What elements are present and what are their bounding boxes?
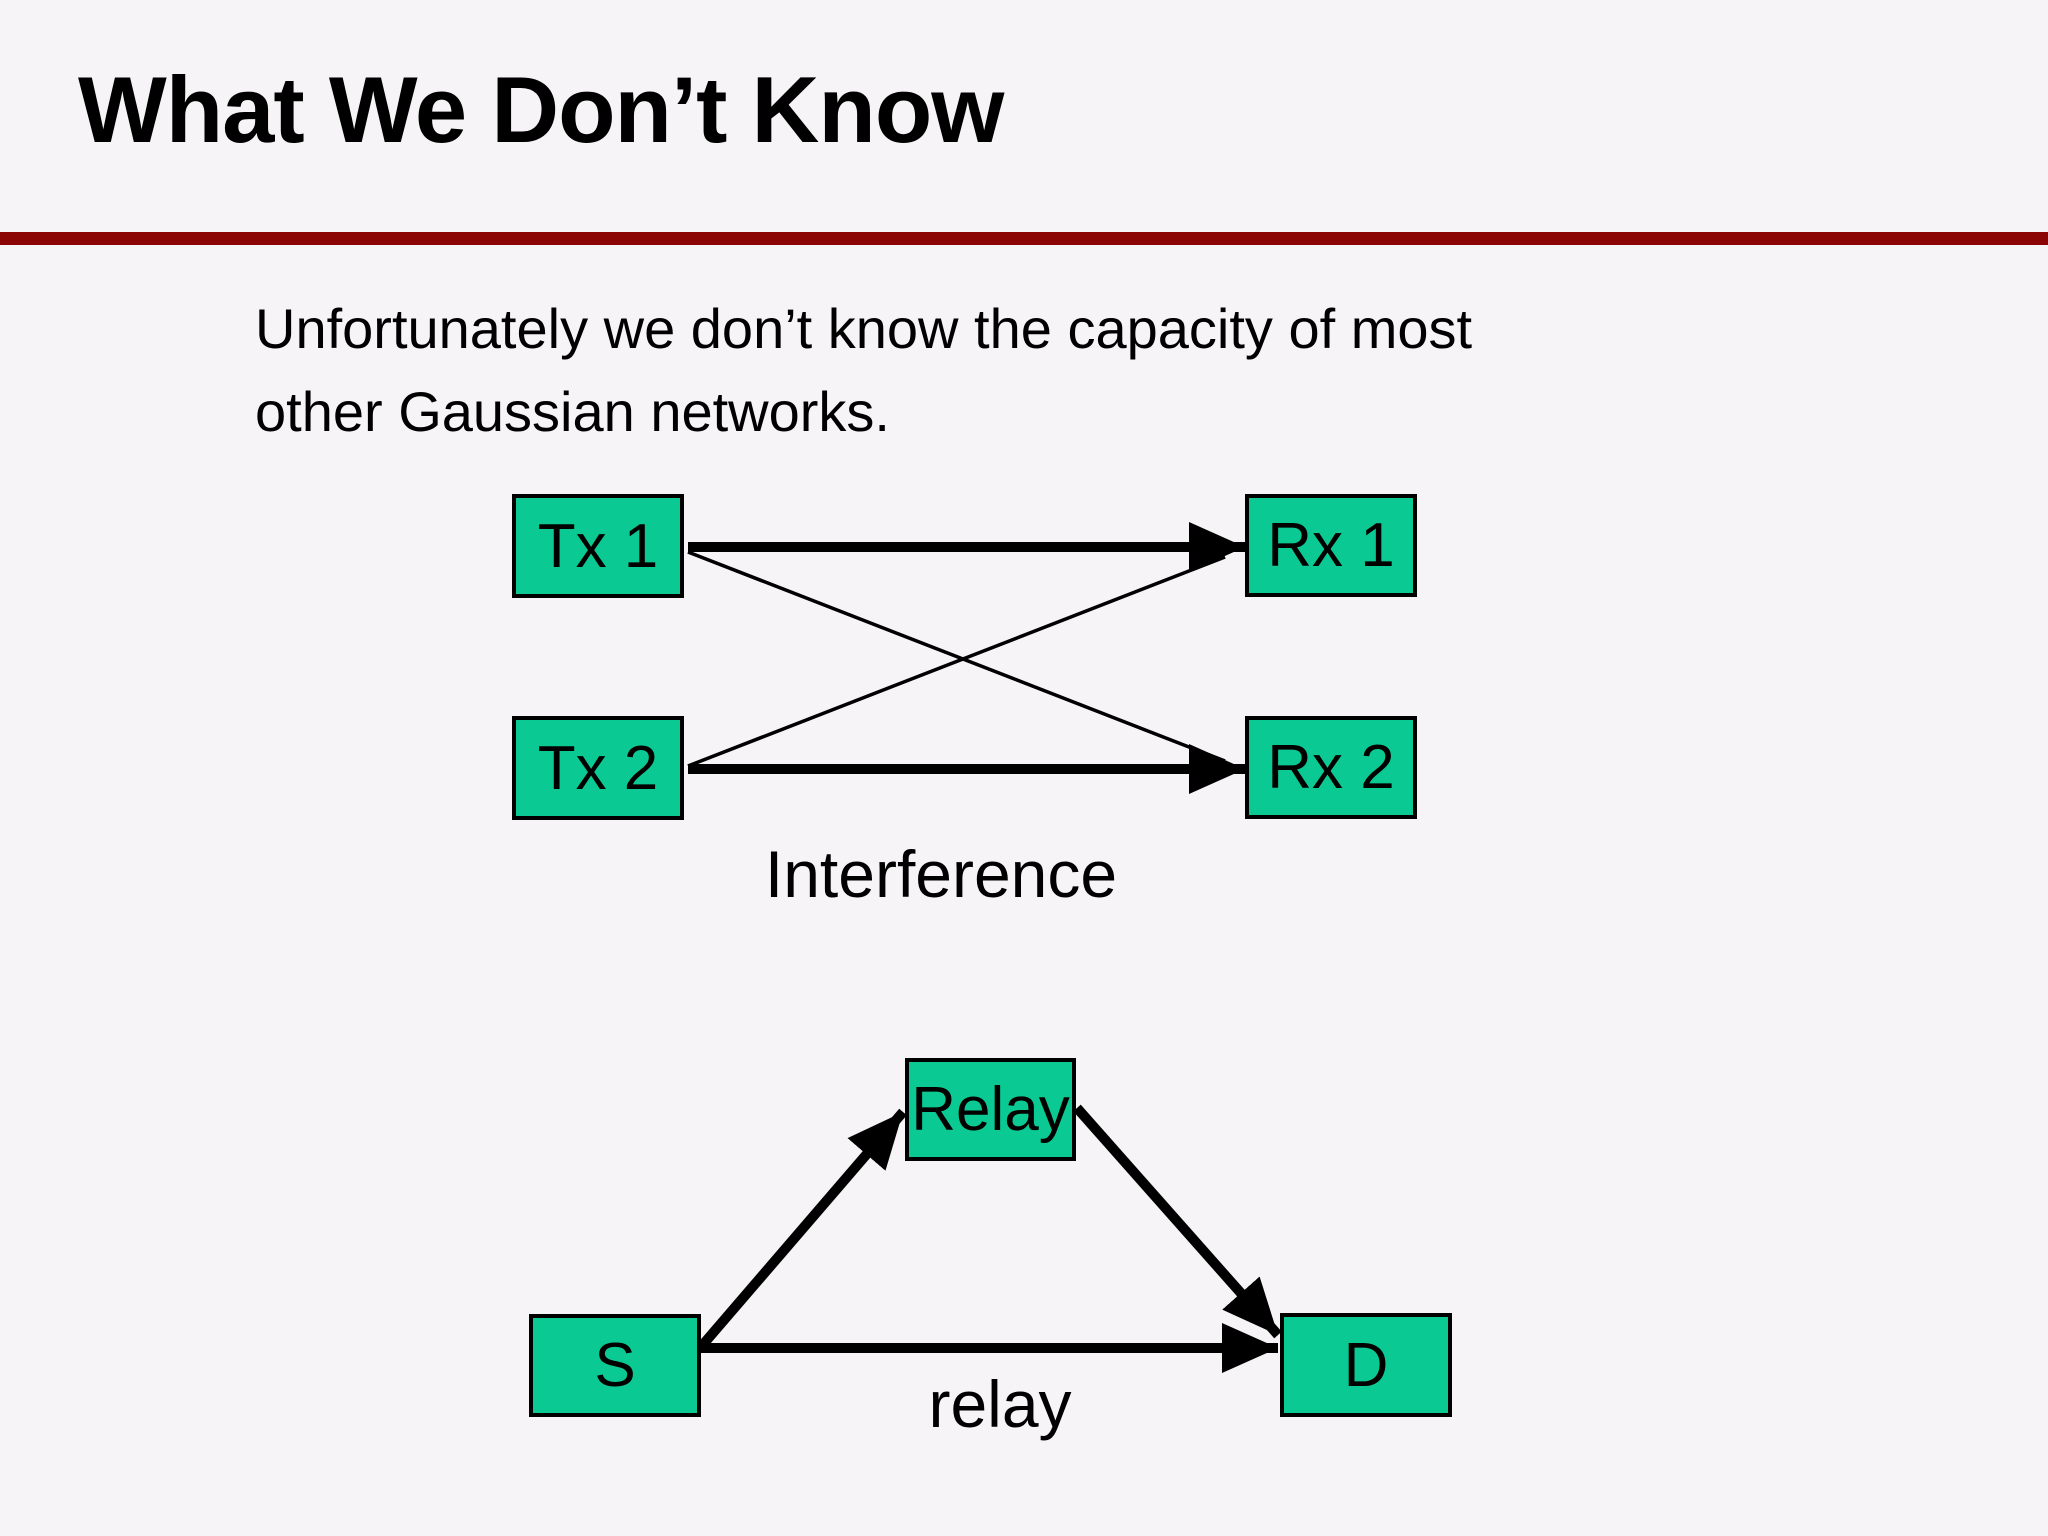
- node-tx2: Tx 2: [512, 716, 684, 820]
- node-relay-label: Relay: [911, 1075, 1070, 1144]
- interference-caption: Interference: [764, 837, 1118, 911]
- node-source-label: S: [594, 1331, 636, 1400]
- node-rx2-label: Rx 2: [1267, 733, 1395, 802]
- node-relay: Relay: [905, 1058, 1076, 1161]
- node-destination-label: D: [1343, 1330, 1389, 1400]
- relay-caption: relay: [928, 1367, 1072, 1441]
- paragraph-line-1: Unfortunately we don’t know the capacity…: [255, 297, 1473, 360]
- title-accent-rule: [0, 232, 2048, 245]
- slide-title: What We Don’t Know: [78, 57, 1004, 162]
- node-tx1: Tx 1: [512, 494, 684, 598]
- arrow-s-relay: [696, 1108, 907, 1352]
- node-rx2: Rx 2: [1245, 716, 1417, 819]
- node-rx1-label: Rx 1: [1267, 511, 1395, 580]
- paragraph-line-2: other Gaussian networks.: [255, 379, 890, 443]
- node-tx1-label: Tx 1: [537, 511, 659, 581]
- node-source: S: [529, 1314, 701, 1417]
- line-tx1-rx2: [687, 550, 1226, 763]
- line-tx2-rx1: [687, 555, 1226, 768]
- arrow-relay-d: [1073, 1104, 1282, 1339]
- node-tx2-label: Tx 2: [537, 733, 659, 803]
- node-rx1: Rx 1: [1245, 494, 1417, 597]
- node-destination: D: [1280, 1313, 1452, 1417]
- body-paragraph: Unfortunately we don’t know the capacity…: [255, 288, 1472, 454]
